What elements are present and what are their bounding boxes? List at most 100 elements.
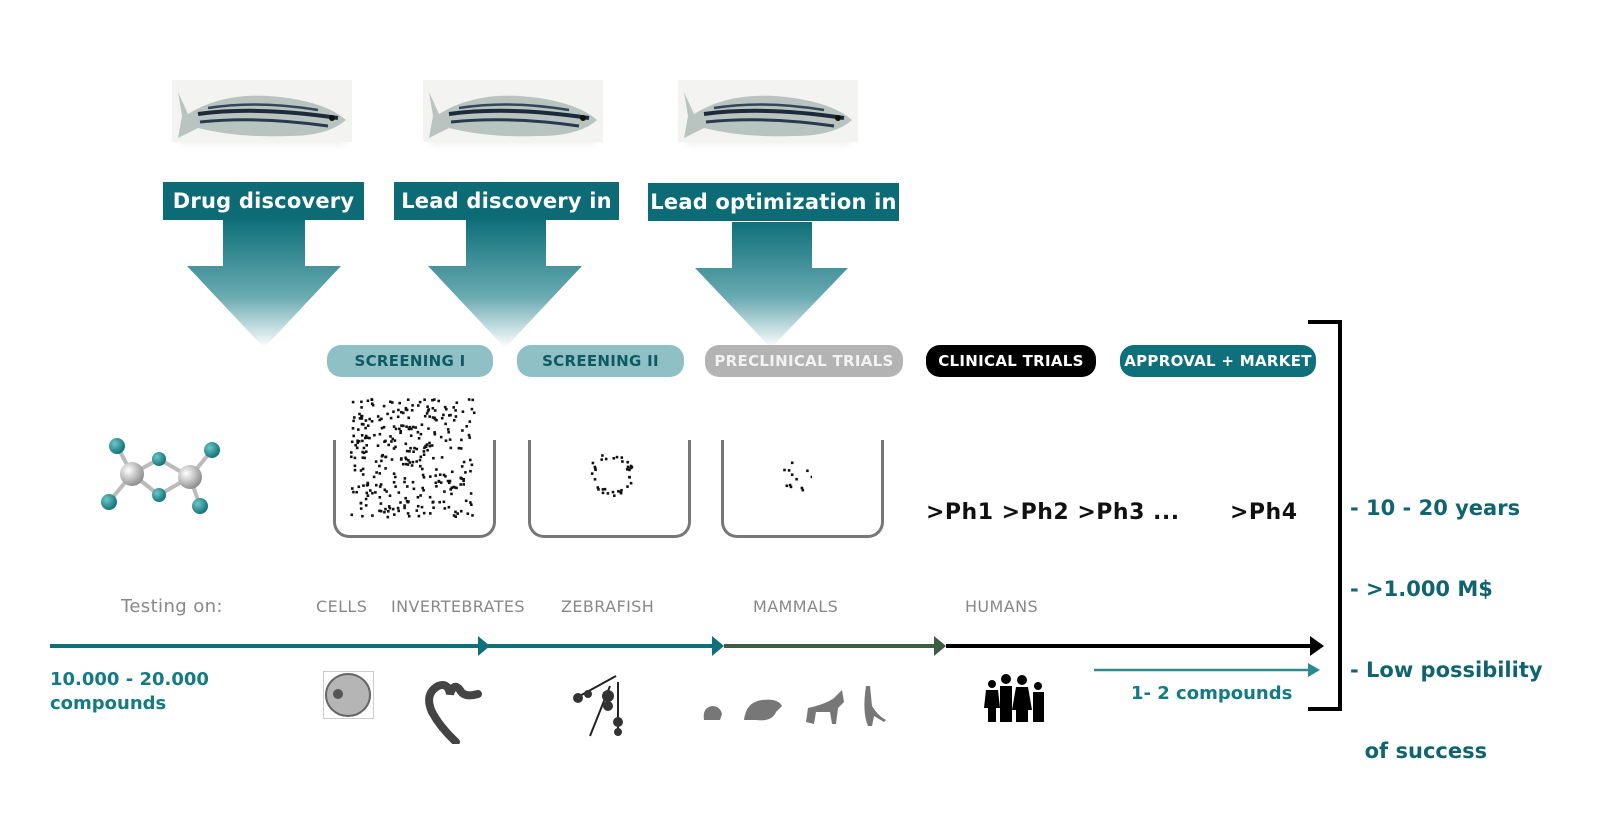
compound-dot — [406, 463, 410, 466]
compound-dot — [447, 430, 450, 434]
compound-dot — [369, 489, 372, 492]
compound-dot — [460, 465, 464, 468]
compound-dot — [392, 447, 396, 450]
compound-dot — [406, 485, 409, 488]
summary-success-cont: of success — [1350, 739, 1488, 763]
compound-dot — [423, 398, 426, 401]
compound-dot — [435, 468, 438, 471]
compound-dot — [409, 434, 413, 437]
compound-dot — [407, 500, 410, 503]
compound-dot — [452, 406, 455, 409]
compound-dot — [387, 505, 391, 508]
compound-dot — [389, 416, 393, 420]
compound-dot — [379, 509, 383, 513]
compound-dot — [360, 434, 364, 437]
timeline-arrowhead-2 — [712, 636, 724, 656]
compound-dot — [350, 455, 353, 459]
compound-dot — [405, 499, 409, 503]
compound-dot — [420, 423, 424, 426]
start-compounds-unit: compounds — [50, 693, 167, 714]
compound-dot — [356, 441, 359, 445]
compound-dot — [790, 461, 794, 465]
testing-label: Testing on: — [121, 596, 223, 617]
compound-dot — [594, 467, 597, 470]
compound-dot — [438, 500, 441, 504]
compound-dot — [464, 499, 468, 503]
compound-dot — [594, 468, 597, 472]
compound-dot — [445, 407, 448, 411]
compound-dot — [404, 462, 408, 466]
compound-dot — [448, 438, 452, 441]
compound-dot — [462, 460, 466, 464]
compound-dot — [411, 425, 415, 429]
subject-invertebrates: INVERTEBRATES — [391, 597, 525, 616]
compound-dot — [425, 412, 429, 415]
compound-dot — [416, 504, 420, 508]
compound-dot — [356, 439, 359, 443]
compound-dot — [451, 470, 454, 474]
compound-dot — [788, 483, 792, 487]
compound-dot — [359, 507, 363, 510]
compound-dot — [417, 437, 421, 440]
compound-dot — [418, 400, 422, 404]
compound-dot — [374, 491, 377, 494]
compound-dot — [422, 511, 426, 515]
compound-dot — [368, 436, 371, 440]
compound-dot — [384, 507, 387, 511]
compound-dot — [382, 425, 386, 429]
mouse-icon — [703, 706, 722, 720]
compound-dot — [385, 490, 388, 493]
compound-dot — [440, 416, 444, 420]
compound-dot — [353, 456, 357, 460]
compound-dot — [373, 433, 376, 437]
compound-dot — [403, 480, 406, 484]
compound-dot — [409, 446, 412, 450]
compound-dot — [443, 507, 447, 510]
compound-dot — [427, 427, 430, 430]
compound-dot — [399, 430, 402, 433]
compound-dot — [606, 492, 610, 495]
compound-dot — [392, 481, 396, 484]
compound-dot — [378, 509, 381, 513]
compound-dot — [460, 509, 463, 513]
compound-dot — [466, 512, 470, 515]
compound-dot — [364, 504, 368, 507]
compound-dot — [375, 483, 378, 487]
compound-dot — [785, 484, 789, 488]
phase-pill-preclinical: PRECLINICAL TRIALS — [705, 345, 903, 377]
compound-dot — [433, 409, 437, 412]
compound-dot — [787, 469, 791, 472]
compound-dot — [468, 436, 471, 439]
compound-dot — [438, 473, 442, 476]
compound-dot — [362, 446, 366, 450]
compound-dot — [596, 486, 600, 489]
compound-dot — [372, 475, 376, 479]
compound-dot — [603, 487, 607, 491]
compound-dot — [405, 425, 408, 428]
compound-dot — [404, 456, 407, 460]
compound-dot — [384, 439, 387, 443]
phase-pill-approval: APPROVAL + MARKET — [1120, 345, 1316, 377]
compound-dot — [783, 468, 786, 472]
compound-dot — [365, 444, 368, 447]
compound-dot — [422, 453, 426, 456]
zebrafish-icon — [429, 92, 597, 138]
compound-dot — [435, 485, 438, 488]
compound-dot — [432, 506, 435, 509]
compound-dot — [443, 405, 447, 409]
compound-dot — [597, 488, 600, 491]
compound-dot — [408, 425, 411, 429]
compound-dot — [629, 481, 633, 485]
compound-dot — [439, 481, 443, 484]
compound-dot — [448, 479, 452, 483]
compound-dot — [419, 455, 423, 459]
compound-dot — [423, 446, 426, 450]
compound-dot — [404, 496, 407, 500]
compound-dot — [630, 466, 634, 469]
compound-dot — [626, 485, 629, 488]
compound-dot — [434, 474, 437, 477]
start-compounds-count: 10.000 - 20.000 — [50, 669, 209, 690]
compound-dot — [366, 494, 370, 497]
compound-dot — [471, 398, 474, 402]
